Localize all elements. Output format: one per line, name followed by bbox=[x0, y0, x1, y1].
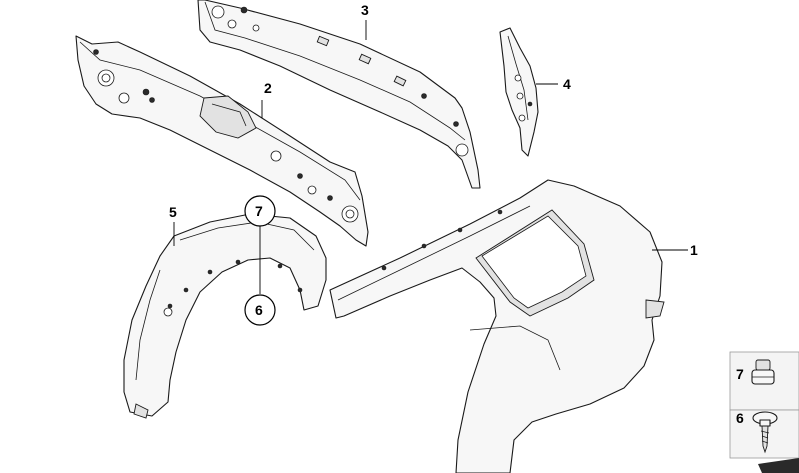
callout-2: 2 bbox=[264, 80, 272, 96]
legend-num-6: 6 bbox=[736, 410, 744, 426]
clip-nut-icon bbox=[751, 359, 775, 385]
part-4-bracket[interactable] bbox=[499, 27, 539, 157]
callout-7: 7 bbox=[255, 203, 263, 219]
part-5-wheel-arch[interactable] bbox=[123, 213, 327, 419]
part-1-side-panel[interactable] bbox=[329, 179, 665, 473]
legend-arrow-tab bbox=[758, 458, 799, 473]
callout-3: 3 bbox=[361, 2, 369, 18]
callout-5: 5 bbox=[169, 204, 177, 220]
callout-4: 4 bbox=[563, 76, 571, 92]
part-3-upper-rail[interactable] bbox=[197, 0, 481, 189]
part-2-lower-rail[interactable] bbox=[75, 35, 369, 247]
legend-num-7: 7 bbox=[736, 366, 744, 382]
fastener-legend: 7 6 bbox=[729, 351, 799, 473]
callout-6-circle bbox=[244, 294, 276, 326]
screw-icon bbox=[752, 411, 778, 454]
callout-6: 6 bbox=[255, 302, 263, 318]
callout-7-circle bbox=[244, 195, 276, 227]
callout-1: 1 bbox=[690, 242, 698, 258]
